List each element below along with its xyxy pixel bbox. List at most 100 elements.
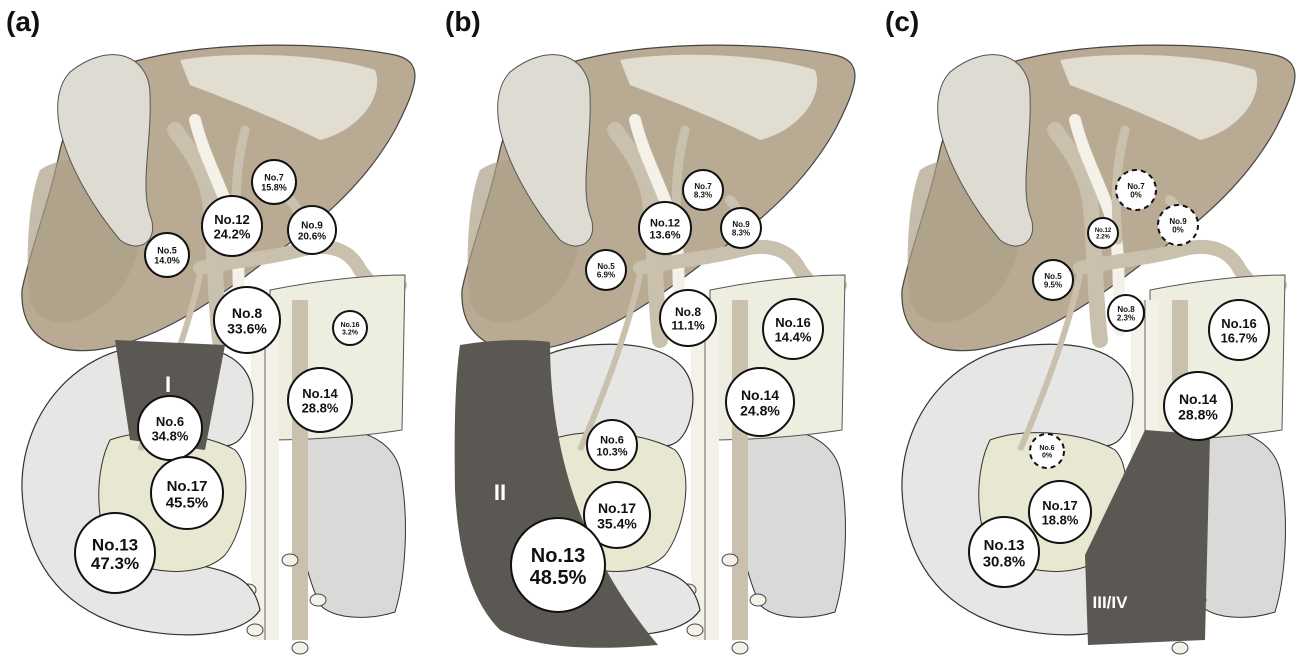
node-name: No.14 [302,386,338,401]
node-percentage: 34.8% [152,428,189,443]
node-name: No.8 [232,305,263,321]
lymph-node-no6: No.610.3% [587,420,637,470]
lymph-node-no9: No.98.3% [721,208,761,248]
node-percentage: 0% [1172,226,1184,235]
lymph-node-no5: No.514.0% [145,233,189,277]
lymph-node-no12: No.1224.2% [202,196,262,256]
lymph-node-no5: No.56.9% [586,250,626,290]
lymph-node-no7: No.70% [1116,170,1156,210]
panel-label-b: (b) [445,6,481,38]
node-name: No.14 [741,387,779,403]
node-name: No.9 [732,220,750,229]
node-percentage: 0% [1042,453,1053,460]
node-percentage: 8.3% [732,229,750,238]
lymph-node-no7: No.78.3% [683,170,723,210]
region-label: III/IV [1093,593,1129,612]
lymph-node-no12: No.122.2% [1088,218,1118,248]
node-percentage: 33.6% [227,320,267,336]
lymph-node-no9: No.920.6% [288,206,336,254]
node-name: No.6 [1039,445,1054,452]
node-name: No.9 [301,221,323,232]
node-name: No.17 [598,500,636,516]
node-percentage: 47.3% [91,554,139,573]
region-label: I [165,372,171,397]
node-name: No.7 [694,182,712,191]
node-name: No.13 [531,545,585,567]
node-name: No.16 [340,322,359,329]
node-name: No.13 [92,535,138,554]
node-percentage: 6.9% [597,271,615,280]
panel-a: INo.715.8%No.1224.2%No.920.6%No.514.0%No… [22,45,415,654]
region-label: II [494,480,506,505]
node-name: No.14 [1179,391,1217,407]
node-percentage: 45.5% [166,494,209,511]
node-percentage: 18.8% [1042,512,1079,527]
node-percentage: 15.8% [261,183,287,193]
node-name: No.7 [264,173,284,183]
node-name: No.16 [1221,316,1256,331]
node-percentage: 11.1% [671,318,705,332]
node-percentage: 35.4% [597,515,637,531]
node-percentage: 48.5% [530,567,587,589]
node-name: No.6 [156,414,184,429]
lymph-node-no6: No.634.8% [138,396,202,460]
panel-label-a: (a) [6,6,40,38]
node-name: No.12 [214,212,249,227]
lymph-node-no5: No.59.5% [1033,260,1073,300]
node-percentage: 2.3% [1117,314,1135,323]
panel-c: III/IVNo.70%No.122.2%No.90%No.59.5%No.82… [902,45,1295,654]
lymph-node-no16: No.163.2% [333,311,367,345]
node-percentage: 0% [1130,191,1142,200]
node-percentage: 2.2% [1096,235,1110,241]
node-percentage: 13.6% [649,229,680,241]
node-name: No.17 [167,478,208,495]
node-percentage: 14.4% [775,329,812,344]
node-percentage: 14.0% [154,256,180,266]
node-percentage: 30.8% [983,553,1026,570]
node-percentage: 3.2% [342,330,359,337]
node-name: No.5 [157,246,177,256]
node-percentage: 10.3% [596,446,627,458]
node-percentage: 28.8% [302,400,339,415]
node-percentage: 8.3% [694,191,712,200]
lymph-node-no6: No.60% [1030,434,1064,468]
node-name: No.13 [984,537,1025,554]
node-name: No.12 [650,217,680,229]
node-name: No.5 [597,262,615,271]
node-name: No.16 [775,315,810,330]
node-percentage: 20.6% [298,232,326,243]
lymph-node-no8: No.833.6% [214,287,280,353]
node-name: No.17 [1042,498,1077,513]
lymph-node-no14: No.1424.8% [726,368,794,436]
panel-b: IINo.78.3%No.1213.6%No.98.3%No.56.9%No.8… [455,45,855,654]
node-name: No.9 [1169,217,1187,226]
node-name: No.8 [1117,305,1135,314]
node-name: No.8 [675,305,701,319]
node-name: No.5 [1044,272,1062,281]
lymph-node-no8: No.811.1% [660,290,716,346]
node-percentage: 28.8% [1178,406,1218,422]
node-percentage: 16.7% [1221,330,1258,345]
lymph-node-no9: No.90% [1158,205,1198,245]
node-name: No.6 [600,434,624,446]
node-name: No.12 [1095,228,1112,234]
node-name: No.7 [1127,182,1145,191]
node-percentage: 24.2% [214,226,251,241]
node-percentage: 24.8% [740,402,780,418]
lymph-node-no8: No.82.3% [1108,295,1144,331]
node-percentage: 9.5% [1044,281,1062,290]
lymph-node-no7: No.715.8% [252,160,296,204]
panel-label-c: (c) [885,6,919,38]
